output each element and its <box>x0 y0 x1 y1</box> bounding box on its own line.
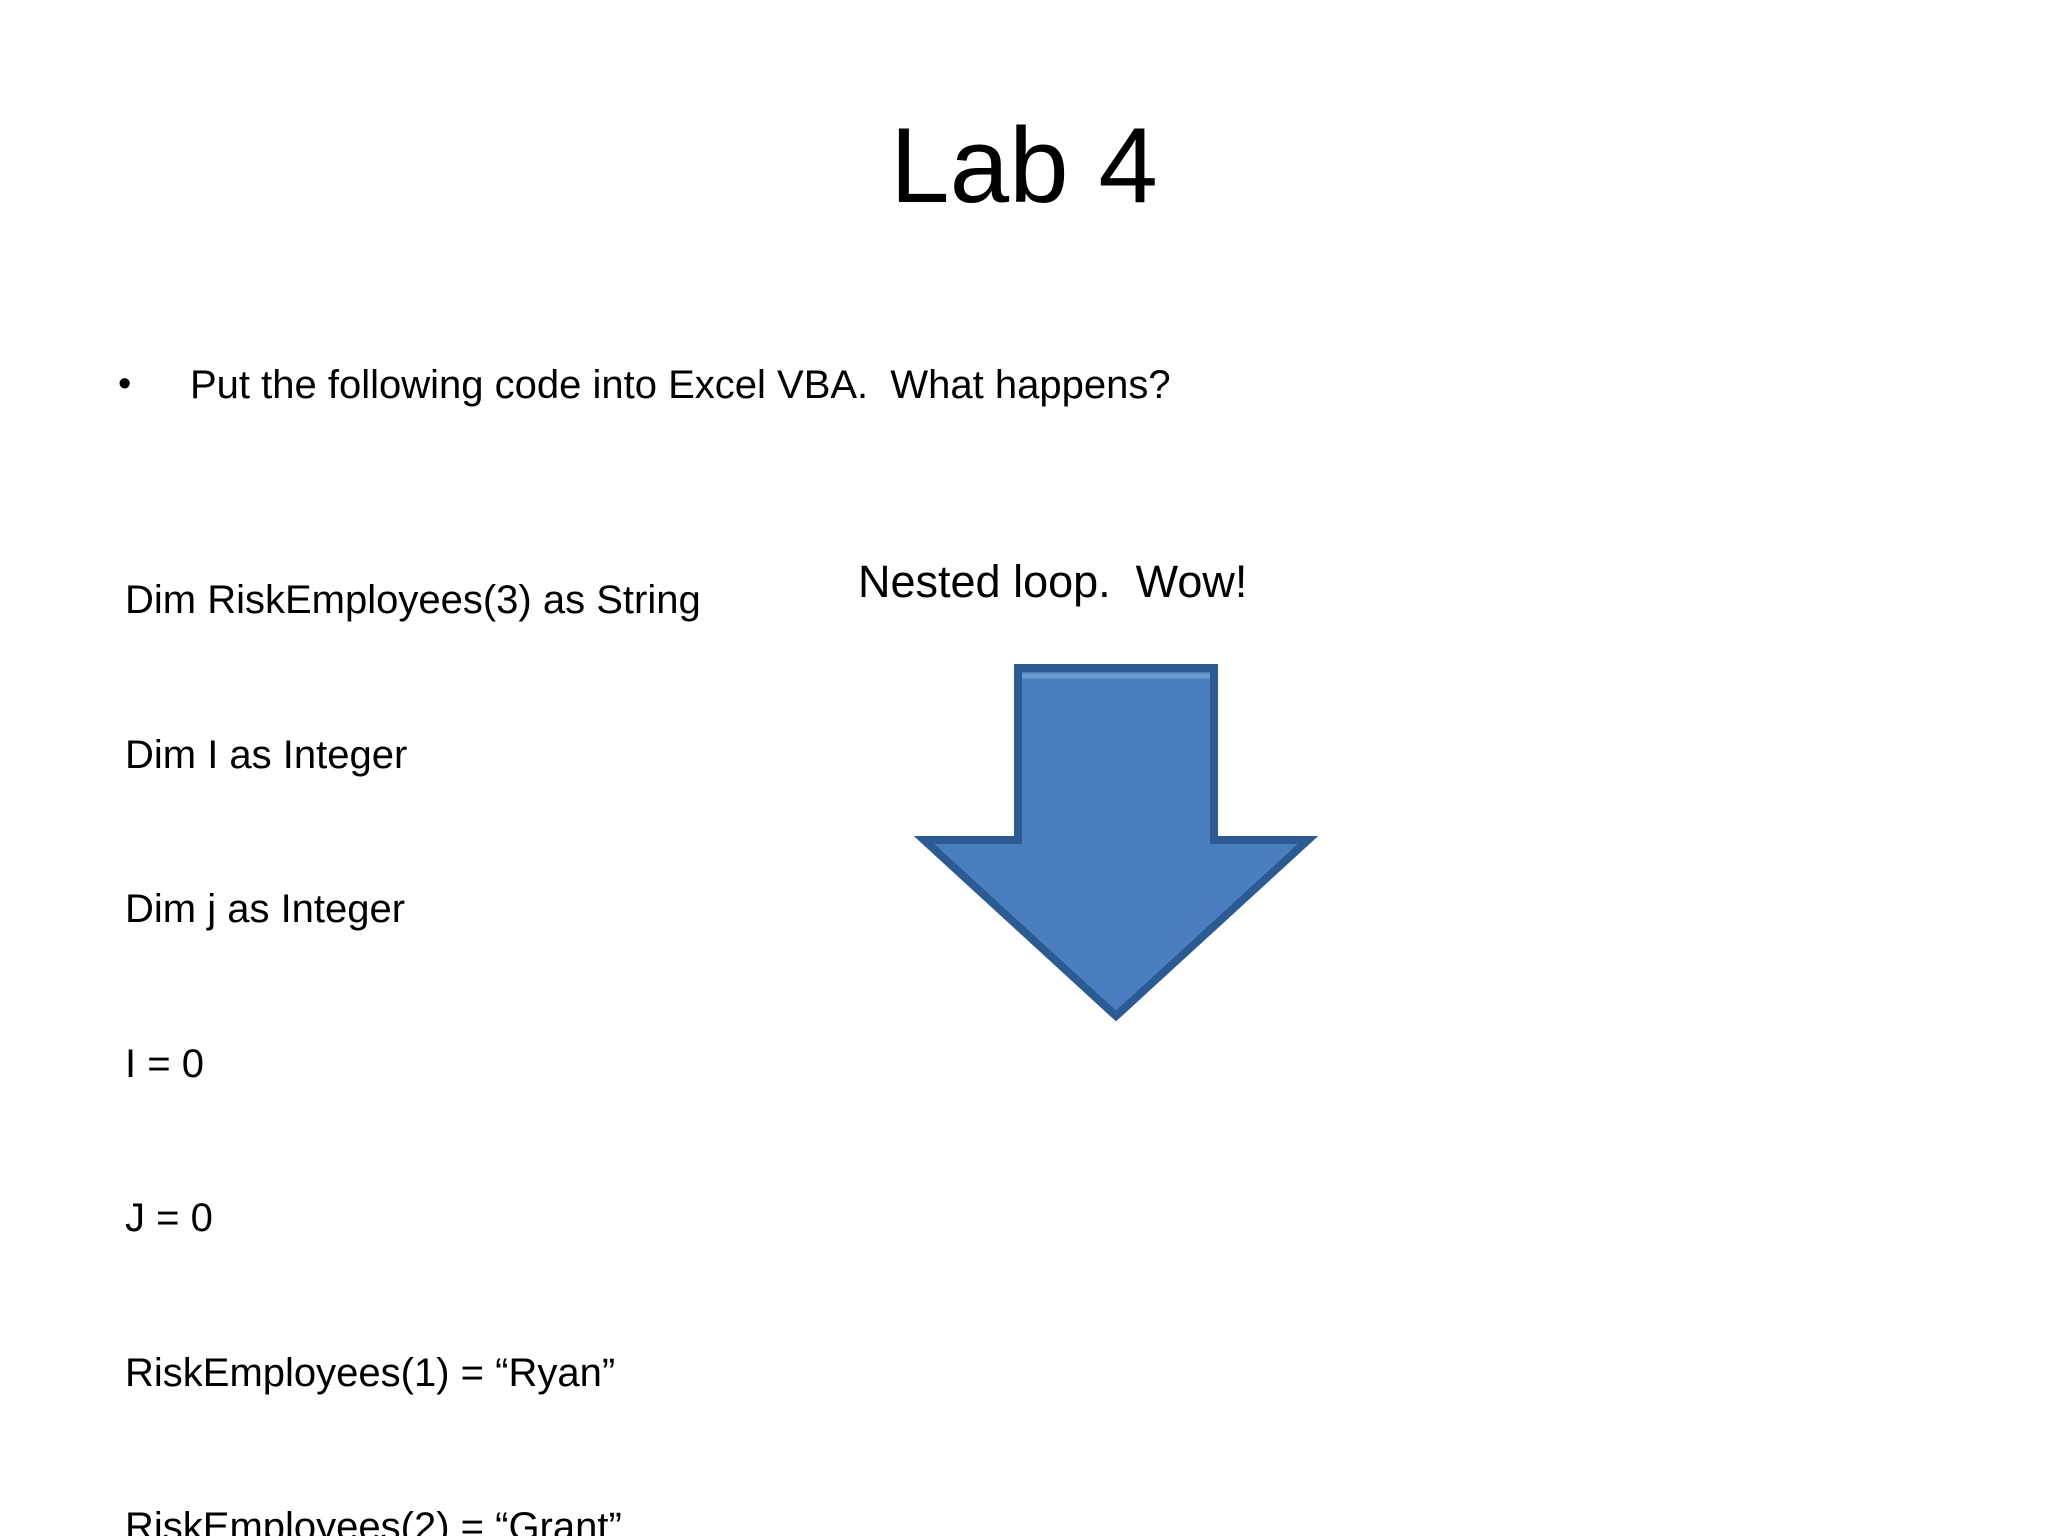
down-arrow-icon <box>913 664 1319 1024</box>
code-line: Dim j as Integer <box>125 887 406 931</box>
page-title: Lab 4 <box>890 105 1158 225</box>
code-line: RiskEmployees(1) = “Ryan” <box>125 1350 616 1395</box>
callout-label: Nested loop. Wow! <box>858 556 1248 607</box>
bullet-marker-icon: • <box>118 363 132 405</box>
code-line: I = 0 <box>125 1041 204 1086</box>
bullet-list-item: • Put the following code into Excel VBA.… <box>118 362 1171 409</box>
code-line: J = 0 <box>125 1196 213 1240</box>
code-line: Dim RiskEmployees(3) as String <box>125 578 701 622</box>
code-line: RiskEmployees(2) = “Grant” <box>125 1505 622 1536</box>
code-line: Dim I as Integer <box>125 732 408 777</box>
down-arrow-shape <box>913 664 1319 1022</box>
bullet-item-label: Put the following code into Excel VBA. W… <box>190 363 1171 407</box>
code-block: Dim RiskEmployees(3) as String Dim I as … <box>125 472 1703 1536</box>
